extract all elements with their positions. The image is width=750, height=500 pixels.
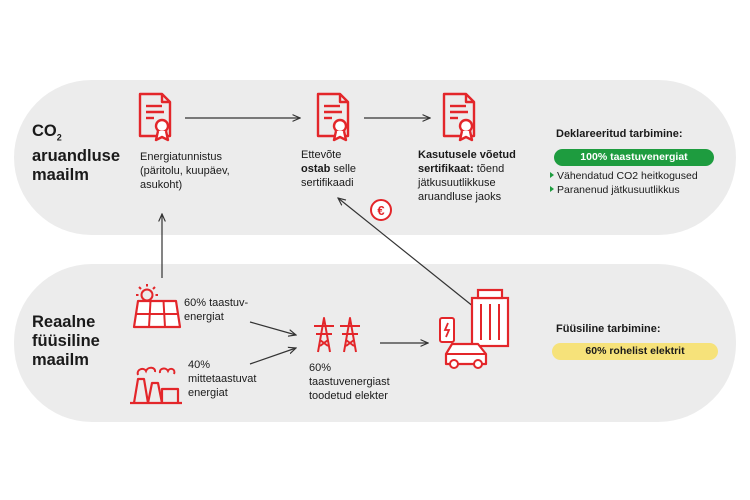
power-pylon-icon: [314, 317, 360, 353]
certificate-icon-3: [442, 92, 476, 142]
solar-panel-icon: [132, 284, 182, 329]
certificate-icon-1: [138, 92, 172, 142]
cert3-description: Kasutusele võetud sertifikaat: tõend jät…: [418, 149, 516, 203]
arrow-building-to-cert2: [338, 198, 475, 308]
electric-car-icon: [439, 317, 488, 369]
cert1-description: Energiatunnistus (päritolu, kuupäev, asu…: [140, 151, 230, 191]
nonrenewable-description: 40% mittetaastuvat energiat: [188, 359, 257, 399]
declared-consumption-pill: 100% taastuvenergiat: [554, 149, 714, 166]
certificate-icon-2: [316, 92, 350, 142]
physical-consumption-header: Füüsiline tarbimine:: [556, 323, 661, 335]
bullet-marker-icon: [550, 186, 554, 192]
svg-text:€: €: [377, 203, 384, 218]
grid-description: 60% taastuvenergiast toodetud elekter: [309, 362, 390, 402]
solar-description: 60% taastuv- energiat: [184, 297, 249, 323]
declared-bullet-2: Paranenud jätkusuutlikkus: [550, 183, 680, 197]
declared-consumption-header: Deklareeritud tarbimine:: [556, 128, 683, 140]
building-icon: [470, 288, 510, 348]
factory-icon: [130, 366, 182, 405]
arrow-factory-to-grid: [249, 348, 296, 365]
co2-world-title: CO2 aruandluse maailm: [32, 122, 121, 185]
euro-coin-icon: €: [370, 199, 392, 221]
physical-consumption-pill: 60% rohelist elektrit: [552, 343, 718, 360]
cert2-description: Ettevõte ostab selle sertifikaadi: [301, 149, 357, 189]
bullet-marker-icon: [550, 172, 554, 178]
declared-bullet-1: Vähendatud CO2 heitkogused: [550, 169, 698, 183]
physical-world-title: Reaalne füüsiline maailm: [32, 313, 100, 369]
arrow-solar-to-grid: [249, 321, 296, 335]
